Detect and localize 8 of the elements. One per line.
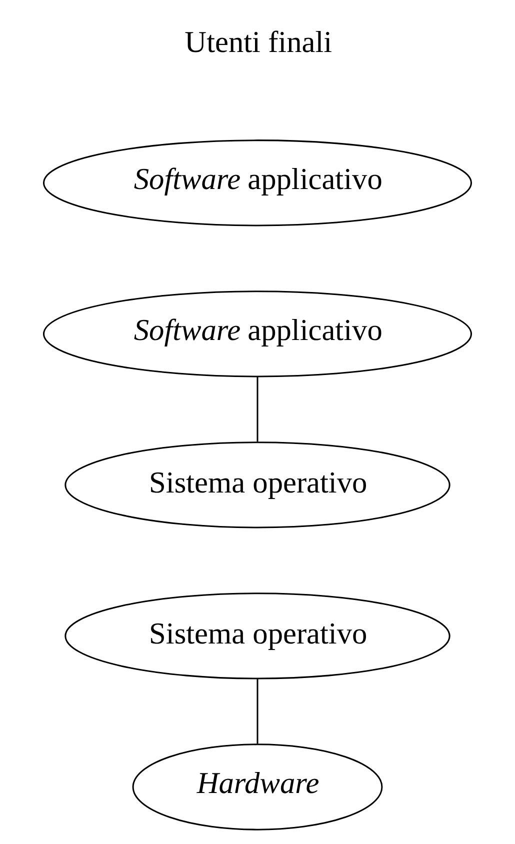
node-ellipse: Sistema operativo bbox=[64, 592, 450, 680]
node-ellipse: Hardware bbox=[132, 744, 383, 830]
node-ellipse: Software applicativo bbox=[42, 290, 472, 378]
node-ellipse: Sistema operativo bbox=[64, 442, 450, 528]
connector bbox=[256, 679, 258, 744]
node-ellipse: Software applicativo bbox=[42, 140, 472, 226]
connector bbox=[256, 377, 258, 442]
label: Utenti finali bbox=[184, 25, 332, 60]
